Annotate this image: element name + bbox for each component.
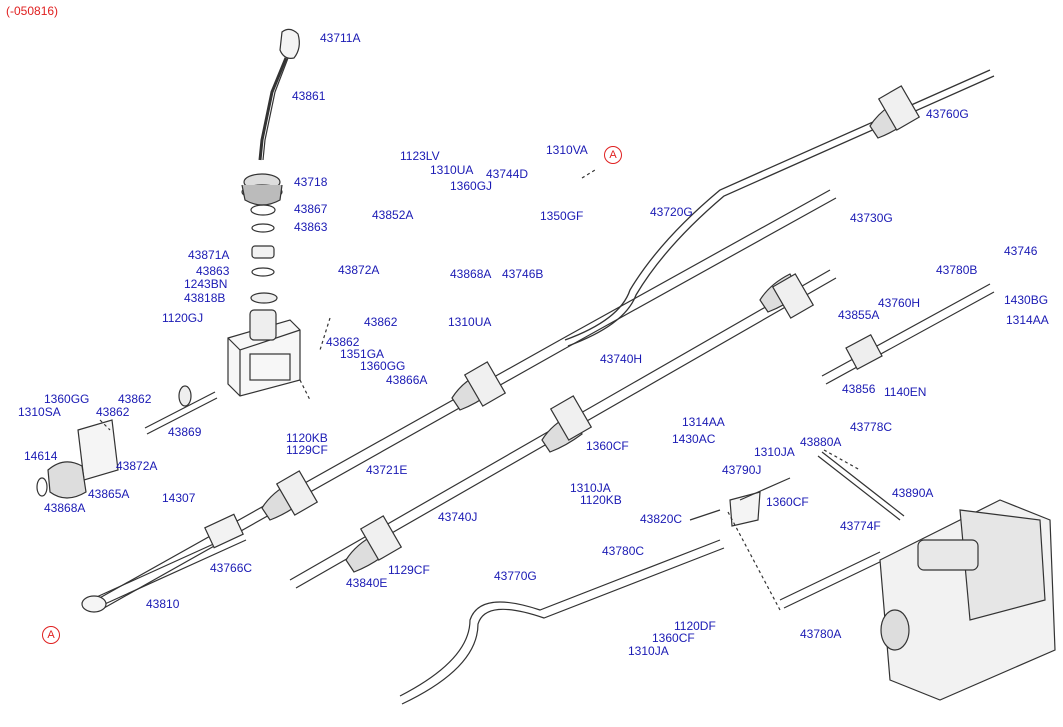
- part-label[interactable]: 1360GG: [44, 392, 90, 406]
- part-label[interactable]: 43869: [168, 425, 202, 439]
- shift-lever: [258, 57, 288, 161]
- part-label[interactable]: 1120KB: [286, 431, 328, 445]
- part-label[interactable]: 43820C: [640, 512, 683, 526]
- part-label[interactable]: 1120GJ: [162, 311, 204, 325]
- part-label[interactable]: 1351GA: [340, 347, 385, 361]
- part-label[interactable]: 43740H: [600, 352, 643, 366]
- part-label[interactable]: 1350GF: [540, 209, 584, 223]
- part-label[interactable]: 43746B: [502, 267, 544, 281]
- part-label[interactable]: 43865A: [88, 487, 130, 501]
- part-label[interactable]: 1140EN: [884, 385, 927, 399]
- part-label[interactable]: 1310JA: [754, 445, 795, 459]
- part-label[interactable]: 43855A: [838, 308, 880, 322]
- header-range: (-050816): [6, 4, 59, 18]
- part-label[interactable]: 43868A: [450, 267, 492, 281]
- part-label[interactable]: 43770G: [494, 569, 537, 583]
- part-label[interactable]: 43818B: [184, 291, 226, 305]
- ref-marker[interactable]: A: [42, 626, 60, 644]
- rod-43720G: [564, 69, 995, 347]
- part-label[interactable]: 43872A: [116, 459, 158, 473]
- part-label[interactable]: 43780B: [936, 263, 978, 277]
- part-label[interactable]: 14614: [24, 449, 58, 463]
- part-label[interactable]: 1129CF: [286, 443, 328, 457]
- part-label[interactable]: 1310VA: [546, 143, 588, 157]
- part-label[interactable]: 43852A: [372, 208, 414, 222]
- part-label[interactable]: 43720G: [650, 205, 693, 219]
- part-label[interactable]: 43721E: [366, 463, 408, 477]
- part-label[interactable]: 43862: [326, 335, 360, 349]
- part-label[interactable]: 43746: [1004, 244, 1038, 258]
- part-label[interactable]: 43867: [294, 202, 328, 216]
- part-label[interactable]: 43780A: [800, 627, 842, 641]
- part-label[interactable]: 43780C: [602, 544, 645, 558]
- part-label[interactable]: 1360CF: [766, 495, 809, 509]
- part-label[interactable]: 43862: [118, 392, 152, 406]
- part-label[interactable]: 1314AA: [682, 415, 725, 429]
- part-label[interactable]: 43730G: [850, 211, 893, 225]
- part-label[interactable]: 1360GJ: [450, 179, 493, 193]
- part-label[interactable]: 1243BN: [184, 277, 228, 291]
- part-label[interactable]: 43810: [146, 597, 180, 611]
- part-label[interactable]: 43840E: [346, 576, 388, 590]
- part-label[interactable]: 1310SA: [18, 405, 61, 419]
- part-label[interactable]: 43790J: [722, 463, 762, 477]
- part-label[interactable]: 43760H: [878, 296, 921, 310]
- part-label[interactable]: 43862: [364, 315, 398, 329]
- part-label[interactable]: 43862: [96, 405, 130, 419]
- part-label[interactable]: 1310JA: [570, 481, 611, 495]
- part-label[interactable]: 1129CF: [388, 563, 430, 577]
- part-label[interactable]: 1120KB: [580, 493, 622, 507]
- part-label[interactable]: 1120DF: [674, 619, 716, 633]
- part-label[interactable]: 43863: [196, 264, 230, 278]
- part-label[interactable]: 1430AC: [672, 432, 716, 446]
- part-label[interactable]: 43718: [294, 175, 328, 189]
- part-label[interactable]: 43766C: [210, 561, 253, 575]
- part-label[interactable]: 1360CF: [586, 439, 629, 453]
- part-label[interactable]: 1310UA: [448, 315, 492, 329]
- part-label[interactable]: 43872A: [338, 263, 380, 277]
- part-label[interactable]: 14307: [162, 491, 196, 505]
- part-label[interactable]: 1360CF: [652, 631, 695, 645]
- part-label[interactable]: 1360GG: [360, 359, 406, 373]
- part-label[interactable]: 1310JA: [628, 644, 669, 658]
- part-label[interactable]: 43760G: [926, 107, 969, 121]
- part-label[interactable]: 43774F: [840, 519, 881, 533]
- part-label[interactable]: 1314AA: [1006, 313, 1049, 327]
- part-label[interactable]: 1430BG: [1004, 293, 1049, 307]
- part-label[interactable]: 43866A: [386, 373, 428, 387]
- shift-knob: [279, 28, 300, 59]
- part-label[interactable]: 43856: [842, 382, 876, 396]
- part-label[interactable]: 43740J: [438, 510, 478, 524]
- part-label[interactable]: 43868A: [44, 501, 86, 515]
- part-label[interactable]: 43861: [292, 89, 326, 103]
- ref-marker[interactable]: A: [604, 146, 622, 164]
- part-label[interactable]: 43863: [294, 220, 328, 234]
- part-label[interactable]: 43744D: [486, 167, 529, 181]
- part-label[interactable]: 1310UA: [430, 163, 474, 177]
- part-label[interactable]: 43778C: [850, 420, 893, 434]
- rod-43770G: [399, 539, 725, 705]
- part-label[interactable]: 43890A: [892, 486, 934, 500]
- part-label[interactable]: 43880A: [800, 435, 842, 449]
- part-label[interactable]: 1123LV: [400, 149, 440, 163]
- part-label[interactable]: 43711A: [320, 31, 361, 45]
- part-label[interactable]: 43871A: [188, 248, 230, 262]
